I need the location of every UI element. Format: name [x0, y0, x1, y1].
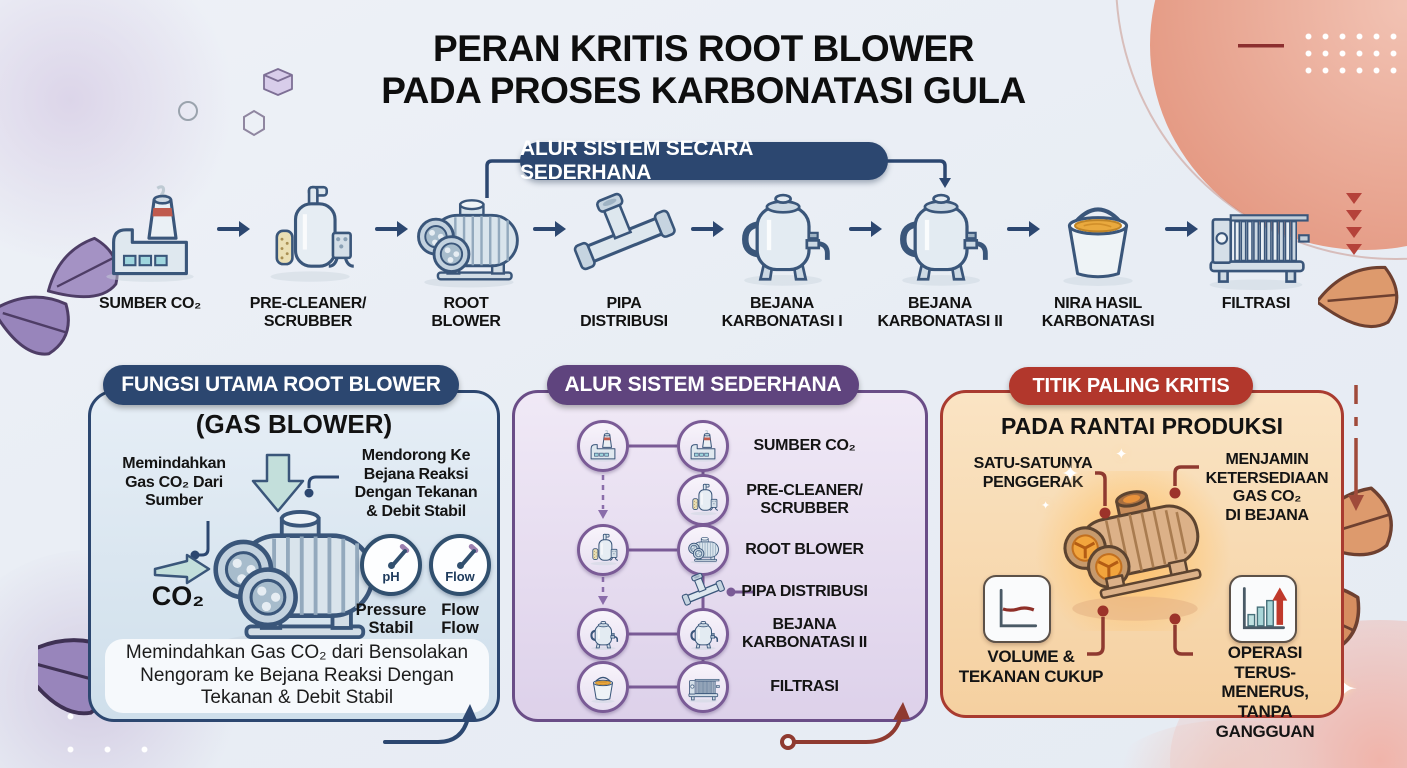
- blower-sparkle: ✦: [1115, 446, 1128, 463]
- flow-step-label: BEJANA KARBONATASI I: [721, 295, 843, 330]
- right-panel-connectors: [1087, 465, 1199, 656]
- note-volume-tekanan: VOLUME & TEKANAN CUKUP: [958, 647, 1104, 686]
- mp-item-label: FILTRASI: [770, 677, 839, 695]
- flow-step-bejana-2: BEJANA KARBONATASI II: [874, 168, 1006, 331]
- mp-item-label: ROOT BLOWER: [745, 540, 864, 558]
- flow-step-label: FILTRASI: [1221, 295, 1291, 312]
- flow-step-label: NIRA HASIL KARBONATASI: [1041, 295, 1155, 330]
- flow-step-label: ROOT BLOWER: [431, 295, 501, 330]
- flow-step-nira: NIRA HASIL KARBONATASI: [1032, 168, 1164, 331]
- factory-icon: [98, 178, 202, 290]
- flow-step-label: PRE-CLEANER/ SCRUBBER: [249, 295, 367, 330]
- gauge-face-ph: pH: [382, 569, 400, 584]
- tank-icon: [728, 180, 836, 290]
- mp-item-label: PIPA DISTRIBUSI: [741, 582, 868, 600]
- decor-dots-top-right: [1300, 28, 1400, 78]
- filter-press-icon: [1198, 190, 1314, 290]
- red-curve-start-dot: [780, 734, 796, 750]
- note-operasi: OPERASI TERUS-MENERUS, TANPA GANGGUAN: [1215, 643, 1315, 741]
- page-title-line2: PADA PROSES KARBONATASI GULA: [381, 70, 1026, 112]
- mp-item-label: PRE-CLEANER/ SCRUBBER: [746, 481, 863, 517]
- scrubber-icon: [256, 180, 360, 290]
- pressure-gauge-caption: Pressure Stabil: [355, 601, 427, 638]
- note-mendorong: Mendorong Ke Bejana Reaksi Dengan Tekana…: [354, 447, 478, 520]
- orange-leaf-right-top: [1318, 246, 1407, 347]
- flow-arrow-icon: [1164, 168, 1198, 290]
- pipe-icon: [570, 186, 678, 290]
- blower-icon: [403, 194, 529, 290]
- mp-item-label: BEJANA KARBONATASI II: [742, 615, 867, 651]
- blower-sparkle: ✦: [1061, 461, 1080, 486]
- flow-step-label: SUMBER CO₂: [99, 295, 201, 312]
- gas-blower-subtitle: (GAS BLOWER): [195, 409, 393, 439]
- operation-bars-box: [1229, 575, 1297, 643]
- mini-bucket-icon: [577, 661, 629, 713]
- flow-step-pre-cleaner: PRE-CLEANER/ SCRUBBER: [242, 168, 374, 331]
- mini-factory-icon: [577, 420, 629, 472]
- flow-arrow-icon: [1006, 168, 1040, 290]
- panel-alur-header: ALUR SISTEM SEDERHANA: [547, 365, 859, 405]
- flow-step-root-blower: ROOT BLOWER: [400, 168, 532, 331]
- left-panel-caption: Memindahkan Gas CO₂ dari Bensolakan Neng…: [125, 641, 469, 709]
- flow-step-pipa: PIPA DISTRIBUSI: [558, 168, 690, 331]
- flow-arrow-icon: [216, 168, 250, 290]
- flow-arrow-icon: [690, 168, 724, 290]
- flow-step-sumber-co2: SUMBER CO₂: [84, 168, 216, 331]
- flow-step-bejana-1: BEJANA KARBONATASI I: [716, 168, 848, 331]
- mini-filter-icon: [677, 661, 729, 713]
- mini-tank-icon: [677, 608, 729, 660]
- flow-arrow-icon: [374, 168, 408, 290]
- mini-blower-icon: [677, 524, 729, 576]
- mini-scrubber-icon: [577, 524, 629, 576]
- flow-arrow-icon: [848, 168, 882, 290]
- mp-item-label: SUMBER CO₂: [753, 436, 856, 454]
- panel-alur-sistem: ALUR SISTEM SEDERHANA SUMBER CO₂ PRE-CLE…: [512, 365, 928, 722]
- panel-fungsi-utama: FUNGSI UTAMA ROOT BLOWER (GAS BLOWER) Me…: [88, 365, 500, 722]
- level-chart-icon: [999, 588, 1038, 628]
- co2-label: CO₂: [151, 581, 205, 611]
- tank-icon: [886, 180, 994, 290]
- decor-geometric-shapes: [178, 68, 293, 137]
- panel-fungsi-header: FUNGSI UTAMA ROOT BLOWER: [103, 365, 459, 405]
- gauge-face-flow: Flow: [445, 569, 475, 584]
- bucket-icon: [1047, 186, 1149, 290]
- flow-gauge: Flow: [429, 534, 491, 596]
- left-panel-connectors: [153, 453, 339, 585]
- blower-sparkle: ✦: [1041, 500, 1051, 512]
- process-flow-row: SUMBER CO₂ PRE-CLEANER/ SCRUBBER ROOT BL…: [84, 168, 1322, 331]
- flow-gauge-caption: Flow Flow: [441, 601, 479, 638]
- bar-chart-up-icon: [1242, 587, 1288, 630]
- note-memindahkan: Memindahkan Gas CO₂ Dari Sumber: [122, 455, 226, 510]
- rantai-produksi-subtitle: PADA RANTAI PRODUKSI: [1001, 413, 1283, 439]
- flow-step-filtrasi: FILTRASI: [1190, 168, 1322, 331]
- flow-banner: ALUR SISTEM SECARA SEDERHANA: [520, 137, 888, 184]
- volume-level-box: [983, 575, 1051, 643]
- flow-step-label: BEJANA KARBONATASI II: [877, 295, 1003, 330]
- flow-step-label: PIPA DISTRIBUSI: [580, 295, 668, 330]
- critical-blower-illustration: [1063, 490, 1202, 621]
- page-title-line1: PERAN KRITIS ROOT BLOWER: [433, 28, 974, 69]
- panel-kritis-header: TITIK PALING KRITIS: [1009, 367, 1253, 405]
- panel-titik-kritis: TITIK PALING KRITIS PADA RANTAI PRODUKSI…: [940, 367, 1344, 741]
- page-title: PERAN KRITIS ROOT BLOWER PADA PROSES KAR…: [0, 28, 1407, 112]
- mini-tank-icon: [577, 608, 629, 660]
- pressure-gauge: pH: [360, 534, 422, 596]
- left-panel-caption-box: Memindahkan Gas CO₂ dari Bensolakan Neng…: [105, 639, 489, 713]
- flow-arrow-icon: [532, 168, 566, 290]
- mini-factory-icon: [677, 420, 729, 472]
